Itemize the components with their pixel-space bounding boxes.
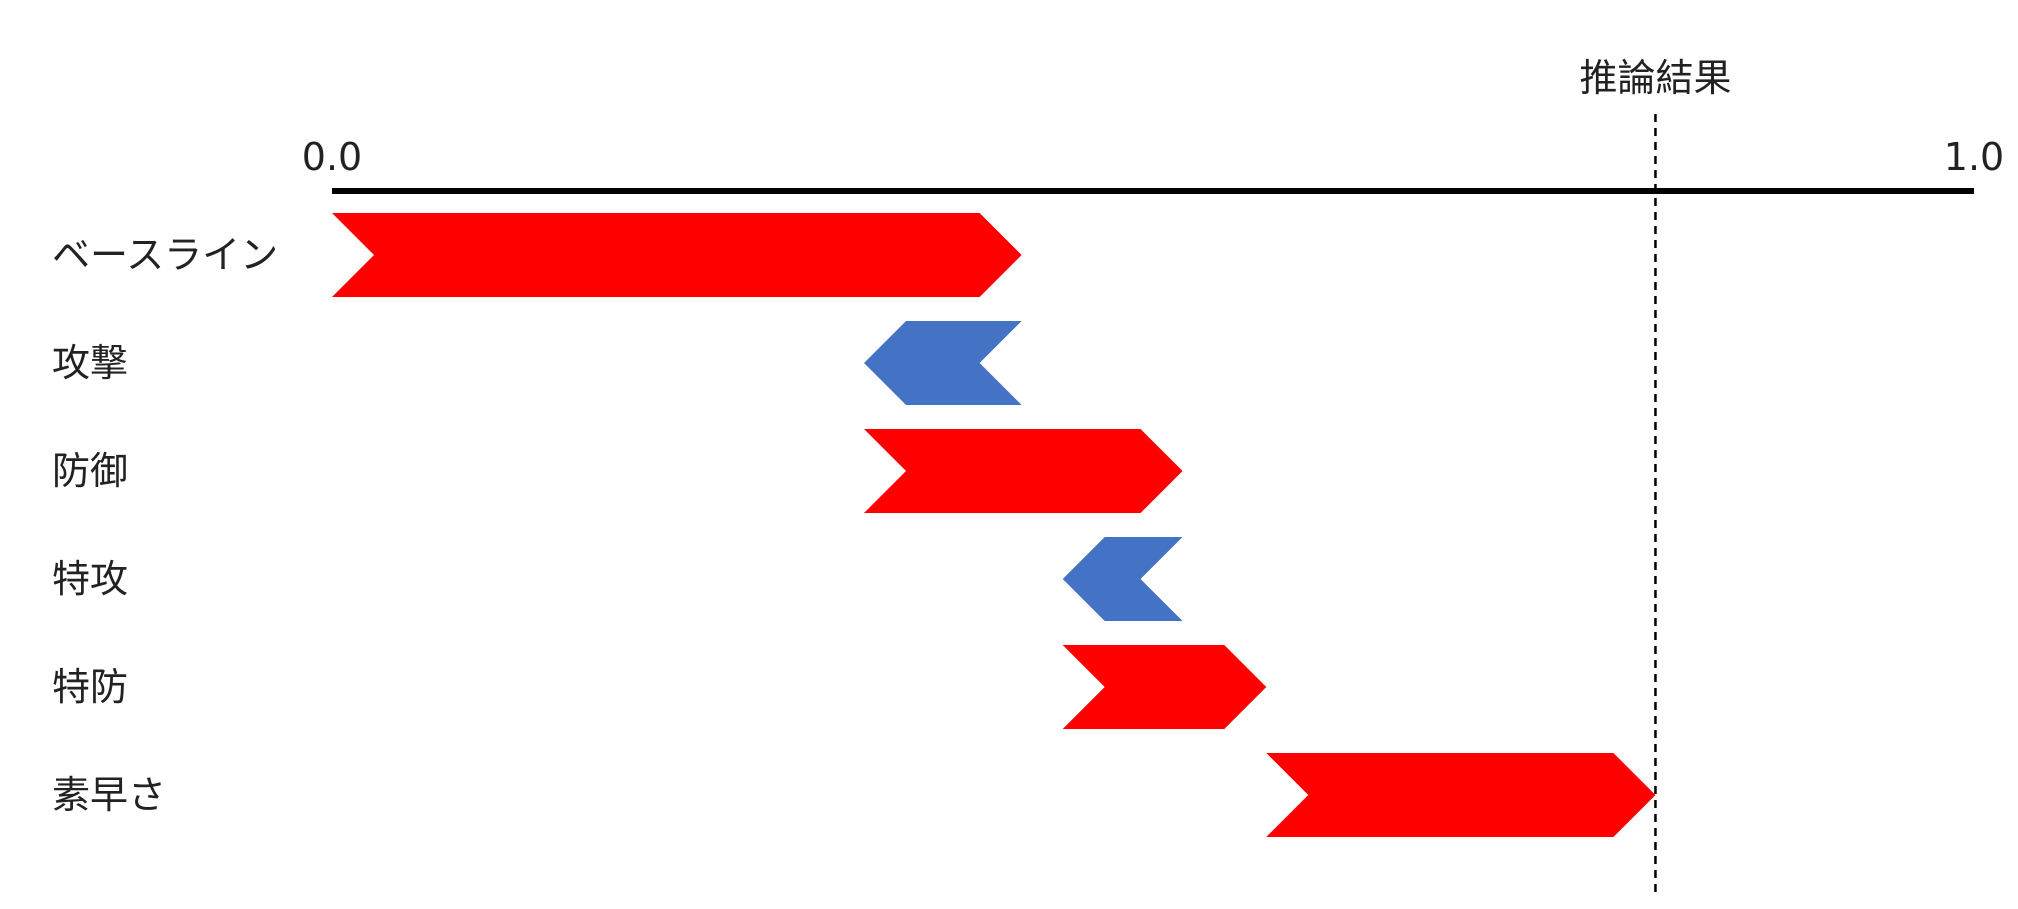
waterfall-bar-2: [864, 429, 1183, 513]
row-label-3: 特攻: [52, 557, 128, 601]
tick-label-min: 0.0: [302, 135, 362, 179]
row-label-0: ベースライン: [52, 233, 278, 277]
reference-line-label: 推論結果: [1579, 56, 1731, 100]
row-label-2: 防御: [52, 449, 128, 493]
waterfall-bar-4: [1062, 645, 1267, 729]
waterfall-bar-0: [332, 213, 1022, 297]
row-label-4: 特防: [52, 665, 128, 709]
waterfall-bar-1: [864, 321, 1022, 405]
waterfall-bar-5: [1266, 753, 1656, 837]
row-label-5: 素早さ: [52, 773, 166, 817]
waterfall-bar-3: [1062, 537, 1183, 621]
row-label-1: 攻撃: [52, 341, 128, 385]
tick-label-max: 1.0: [1944, 135, 2004, 179]
